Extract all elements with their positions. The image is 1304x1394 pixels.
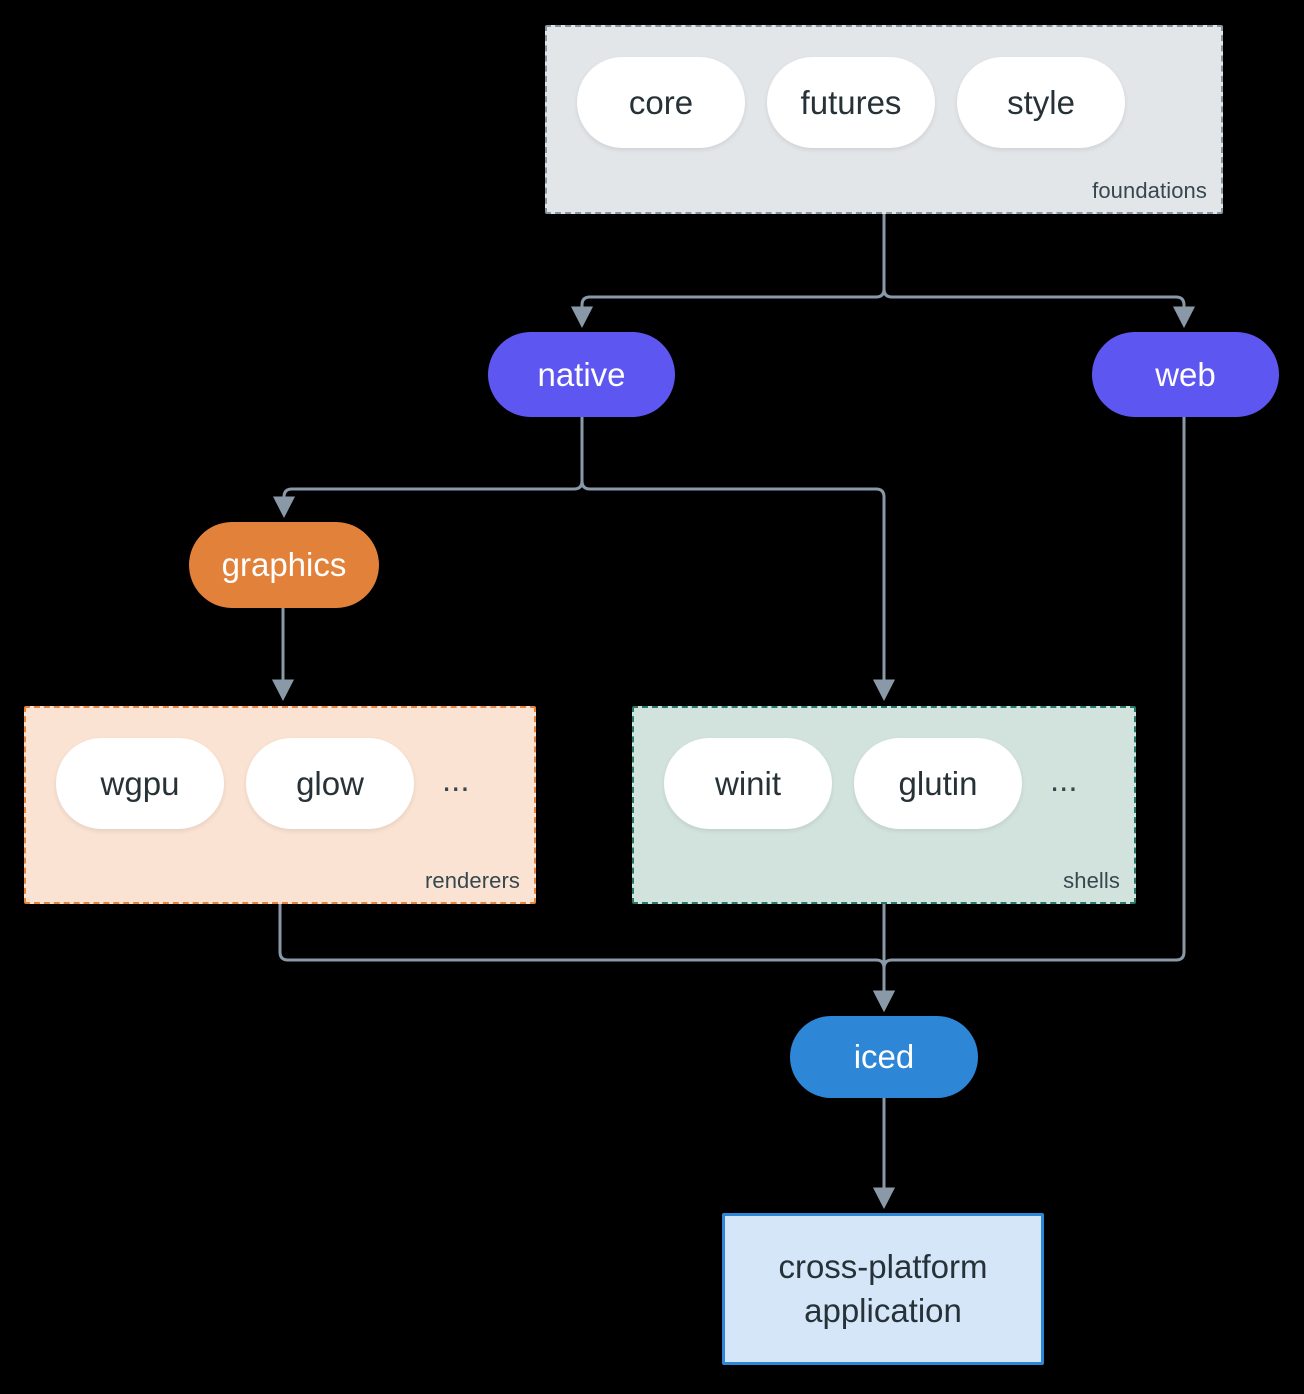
node-native[interactable]: native [488, 332, 675, 417]
group-renderers-label: renderers [424, 868, 520, 893]
group-renderers: wgpu glow ... renderers [24, 706, 536, 904]
application-label-line1: cross-platform [778, 1248, 988, 1286]
node-wgpu[interactable]: wgpu [56, 738, 224, 829]
node-cross-platform-application[interactable]: cross-platform application [722, 1213, 1044, 1365]
edge-native-to-shells [580, 417, 896, 702]
group-foundations-items: core futures style [577, 57, 1125, 148]
edge-renderers-to-iced [278, 904, 896, 1013]
shells-ellipsis: ... [1050, 761, 1078, 798]
node-glutin[interactable]: glutin [854, 738, 1022, 829]
edge-foundations-to-web [882, 214, 1196, 329]
node-web[interactable]: web [1092, 332, 1279, 417]
group-shells-items: winit glutin ... [664, 738, 1084, 829]
renderers-ellipsis: ... [442, 761, 470, 798]
group-foundations: core futures style foundations [545, 25, 1223, 214]
node-iced[interactable]: iced [790, 1016, 978, 1098]
group-renderers-items: wgpu glow ... [56, 738, 476, 829]
node-glow[interactable]: glow [246, 738, 414, 829]
application-label-line2: application [804, 1292, 962, 1329]
node-style[interactable]: style [957, 57, 1125, 148]
group-shells: winit glutin ... shells [632, 706, 1136, 904]
node-futures[interactable]: futures [767, 57, 935, 148]
node-graphics[interactable]: graphics [189, 522, 379, 608]
node-winit[interactable]: winit [664, 738, 832, 829]
node-core[interactable]: core [577, 57, 745, 148]
edge-foundations-to-native [570, 214, 886, 329]
group-foundations-label: foundations [1092, 178, 1207, 203]
group-shells-label: shells [1063, 868, 1120, 893]
edge-native-to-graphics [272, 417, 584, 519]
